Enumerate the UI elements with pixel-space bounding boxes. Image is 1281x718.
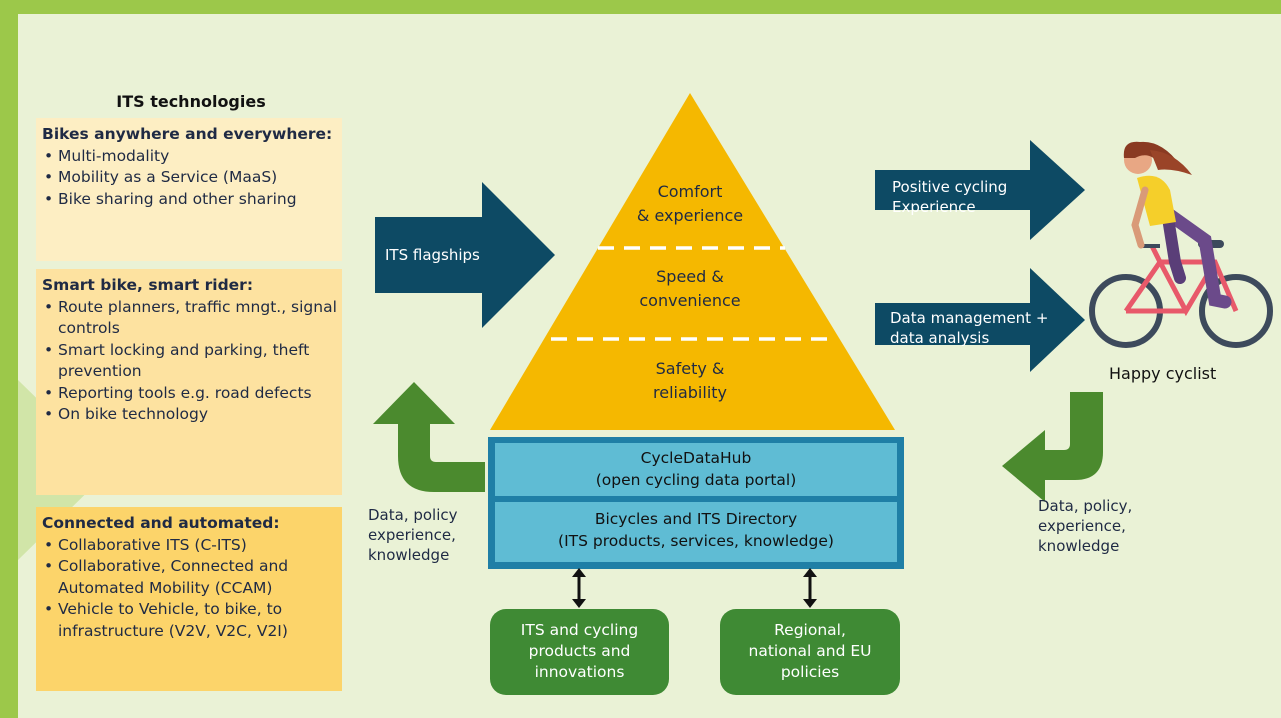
feedback-line: Data, policy, [1038, 497, 1133, 515]
hub-label-line: CycleDataHub [640, 449, 752, 467]
double-arrow-left [572, 568, 586, 608]
right-arrow-line: data analysis [890, 329, 990, 347]
its-directory-label: Bicycles and ITS Directory (ITS products… [495, 508, 897, 552]
happy-cyclist-label: Happy cyclist [1109, 364, 1217, 383]
tech-list: Route planners, traffic mngt., signal co… [42, 297, 338, 426]
tech-list-item: Bike sharing and other sharing [42, 189, 338, 211]
pyramid-label-line: Comfort [657, 182, 723, 201]
cyclist-icon [1089, 141, 1273, 348]
feedback-line: knowledge [368, 546, 450, 564]
pyramid-label-line: reliability [653, 383, 727, 402]
policies-label: Regional, national and EU policies [720, 620, 900, 683]
pyramid-level-safety: Safety & reliability [600, 357, 780, 405]
hub-top-box [495, 443, 897, 496]
flagship-label: ITS flagships [385, 246, 480, 264]
right-feedback-label: Data, policy, experience, knowledge [1038, 496, 1132, 556]
flagship-arrow [375, 182, 555, 328]
green-box-line: national and EU [748, 642, 872, 660]
tech-list-item: Mobility as a Service (MaaS) [42, 167, 338, 189]
tech-box-heading: Smart bike, smart rider: [42, 276, 254, 294]
tech-list: Collaborative ITS (C-ITS) Collaborative,… [42, 535, 338, 643]
right-arrow-experience [875, 140, 1085, 240]
hub-bottom-box [495, 502, 897, 562]
positive-experience-label: Positive cycling Experience [892, 177, 1007, 217]
its-technologies-title: ITS technologies [116, 92, 266, 111]
right-feedback-arrow [1002, 392, 1103, 502]
tech-list-item: Collaborative, Connected and Automated M… [42, 556, 338, 599]
right-arrow-line: Positive cycling [892, 178, 1008, 196]
feedback-line: Data, policy [368, 506, 458, 524]
right-arrow-line: Data management + [890, 309, 1049, 327]
pyramid [490, 93, 895, 430]
feedback-line: knowledge [1038, 537, 1120, 555]
tech-list-item: Vehicle to Vehicle, to bike, to infrastr… [42, 599, 338, 642]
feedback-line: experience, [1038, 517, 1126, 535]
green-box-products [490, 609, 669, 695]
right-arrow-line: Experience [892, 198, 976, 216]
tech-box-smart-bike: Smart bike, smart rider: Route planners,… [36, 269, 342, 495]
green-box-policies [720, 609, 900, 695]
pyramid-level-speed: Speed & convenience [600, 265, 780, 313]
green-box-line: innovations [534, 663, 625, 681]
tech-box-bikes-anywhere: Bikes anywhere and everywhere: Multi-mod… [36, 118, 342, 261]
left-feedback-arrow [373, 382, 485, 492]
tech-box-heading: Connected and automated: [42, 514, 280, 532]
left-feedback-label: Data, policy experience, knowledge [368, 505, 458, 565]
green-box-line: products and [528, 642, 631, 660]
pyramid-level-comfort: Comfort & experience [600, 180, 780, 228]
pyramid-label-line: convenience [639, 291, 741, 310]
green-box-line: policies [780, 663, 840, 681]
tech-list-item: Route planners, traffic mngt., signal co… [42, 297, 338, 340]
hub-label-line: Bicycles and ITS Directory [594, 510, 798, 528]
hub-label-line: (ITS products, services, knowledge) [558, 532, 834, 550]
hub-label-line: (open cycling data portal) [595, 471, 797, 489]
pyramid-label-line: & experience [636, 206, 744, 225]
tech-list-item: Collaborative ITS (C-ITS) [42, 535, 338, 557]
tech-list-item: Smart locking and parking, theft prevent… [42, 340, 338, 383]
tech-box-connected: Connected and automated: Collaborative I… [36, 507, 342, 691]
green-box-line: ITS and cycling [520, 621, 639, 639]
tech-list-item: On bike technology [42, 404, 338, 426]
double-arrow-right [803, 568, 817, 608]
pyramid-label-line: Speed & [656, 267, 724, 286]
data-management-label: Data management + data analysis [890, 308, 1048, 348]
tech-box-heading: Bikes anywhere and everywhere: [42, 125, 333, 143]
green-box-line: Regional, [774, 621, 846, 639]
tech-list-item: Reporting tools e.g. road defects [42, 383, 338, 405]
feedback-line: experience, [368, 526, 456, 544]
tech-list-item: Multi-modality [42, 146, 338, 168]
products-label: ITS and cycling products and innovations [490, 620, 669, 683]
cycledatahub-label: CycleDataHub (open cycling data portal) [495, 447, 897, 491]
tech-list: Multi-modality Mobility as a Service (Ma… [42, 146, 338, 211]
right-arrow-data [875, 268, 1085, 372]
pyramid-label-line: Safety & [655, 359, 725, 378]
